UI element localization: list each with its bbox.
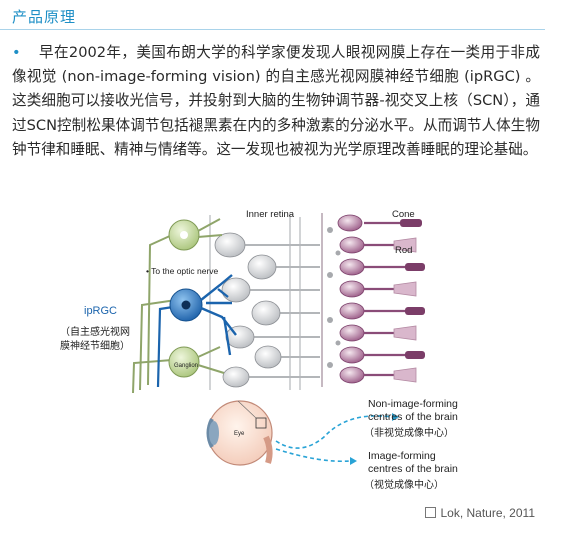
label-iprgc-cn-1: （自主感光视网 xyxy=(60,327,130,338)
label-nif-line2: centres of the brain xyxy=(368,411,458,423)
label-if-cn: （视觉成像中心） xyxy=(364,480,444,491)
label-if-line1: Image-forming xyxy=(368,450,436,462)
label-nif-line1: Non-image-forming xyxy=(368,398,458,410)
label-optic-nerve: • To the optic nerve xyxy=(146,266,219,276)
retina-diagram: Inner retina Cone Rod • To the optic ner… xyxy=(0,205,561,505)
eye-illustration xyxy=(206,400,273,466)
bullet-icon: • xyxy=(12,44,21,61)
ganglion-top xyxy=(168,218,223,251)
iprgc-cell xyxy=(169,274,237,356)
if-pathway-arrow xyxy=(275,448,351,463)
header-divider xyxy=(0,29,545,30)
description-text: 早在2002年，美国布朗大学的科学家便发现人眼视网膜上存在一类用于非成像视觉 (… xyxy=(12,44,540,158)
label-cone: Cone xyxy=(392,209,415,220)
label-inner-retina: Inner retina xyxy=(246,209,295,220)
photoreceptor-layer xyxy=(321,213,425,387)
label-eye: Eye xyxy=(234,431,245,437)
description-paragraph: •早在2002年，美国布朗大学的科学家便发现人眼视网膜上存在一类用于非成像视觉 … xyxy=(12,41,540,162)
ganglion-bottom xyxy=(168,346,225,378)
label-ganglion: Ganglion xyxy=(174,363,199,369)
label-nif-cn: （非视觉成像中心） xyxy=(364,428,454,439)
image-icon xyxy=(425,507,437,518)
retina-illustration xyxy=(132,213,425,466)
bipolar-cells xyxy=(214,232,320,388)
label-iprgc-cn-2: 膜神经节细胞） xyxy=(60,341,130,352)
nif-pathway-arrow xyxy=(275,415,393,449)
section-title: 产品原理 xyxy=(12,8,77,26)
label-iprgc: ipRGC xyxy=(84,305,118,317)
citation-text: Lok, Nature, 2011 xyxy=(440,506,535,520)
optic-nerve-axons xyxy=(132,234,177,394)
citation: Lok, Nature, 2011 xyxy=(425,506,535,520)
label-if-line2: centres of the brain xyxy=(368,463,458,475)
label-rod: Rod xyxy=(395,245,413,256)
section-header: 产品原理 xyxy=(0,0,561,30)
